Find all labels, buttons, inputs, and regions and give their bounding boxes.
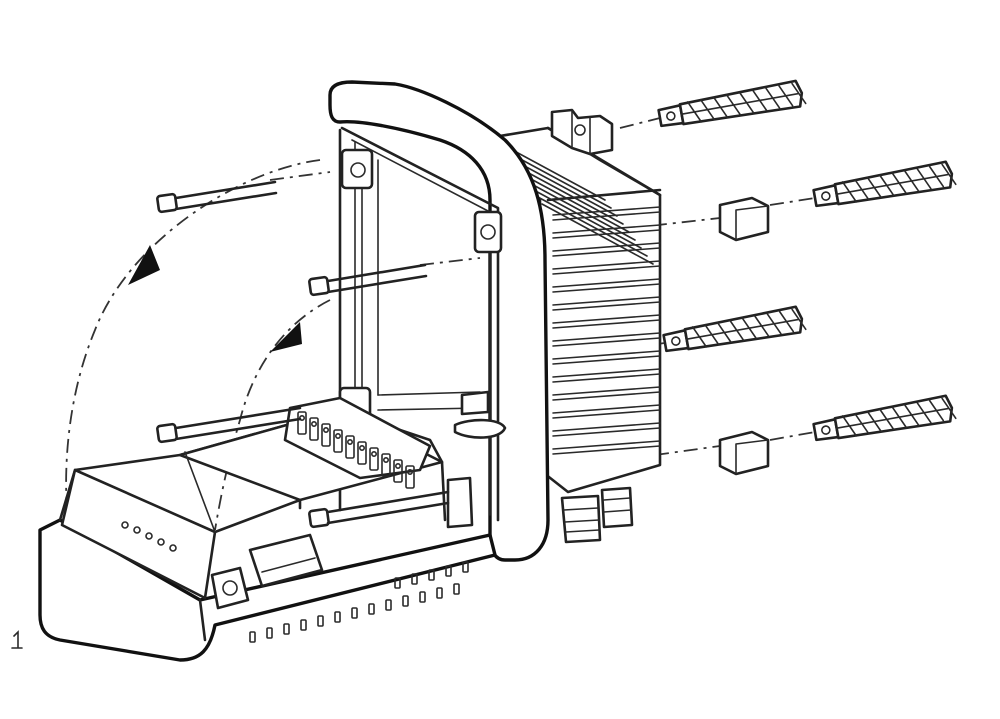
indicator-dots (121, 521, 177, 552)
long-screw-top (156, 180, 278, 214)
wall-plug-4 (812, 394, 957, 442)
terminal-base-tray (38, 408, 497, 662)
front-frame-door (328, 80, 550, 562)
mounting-clip-2 (718, 196, 770, 242)
wall-plug-1 (657, 79, 807, 128)
long-screw-front (308, 490, 450, 529)
hinge-swing-arc-inner (214, 299, 331, 531)
terminal-block-strip (283, 396, 432, 489)
cable-glands (560, 486, 634, 544)
hinge-swing-arc-outer (65, 159, 321, 526)
mounting-clip-top (550, 108, 614, 156)
corner-mark (11, 630, 23, 649)
wall-plug-2 (812, 160, 957, 208)
long-screw-middle (308, 263, 428, 297)
mounting-clip-4 (718, 430, 770, 476)
wall-plug-3 (662, 305, 807, 353)
long-screw-bottom (156, 406, 302, 444)
